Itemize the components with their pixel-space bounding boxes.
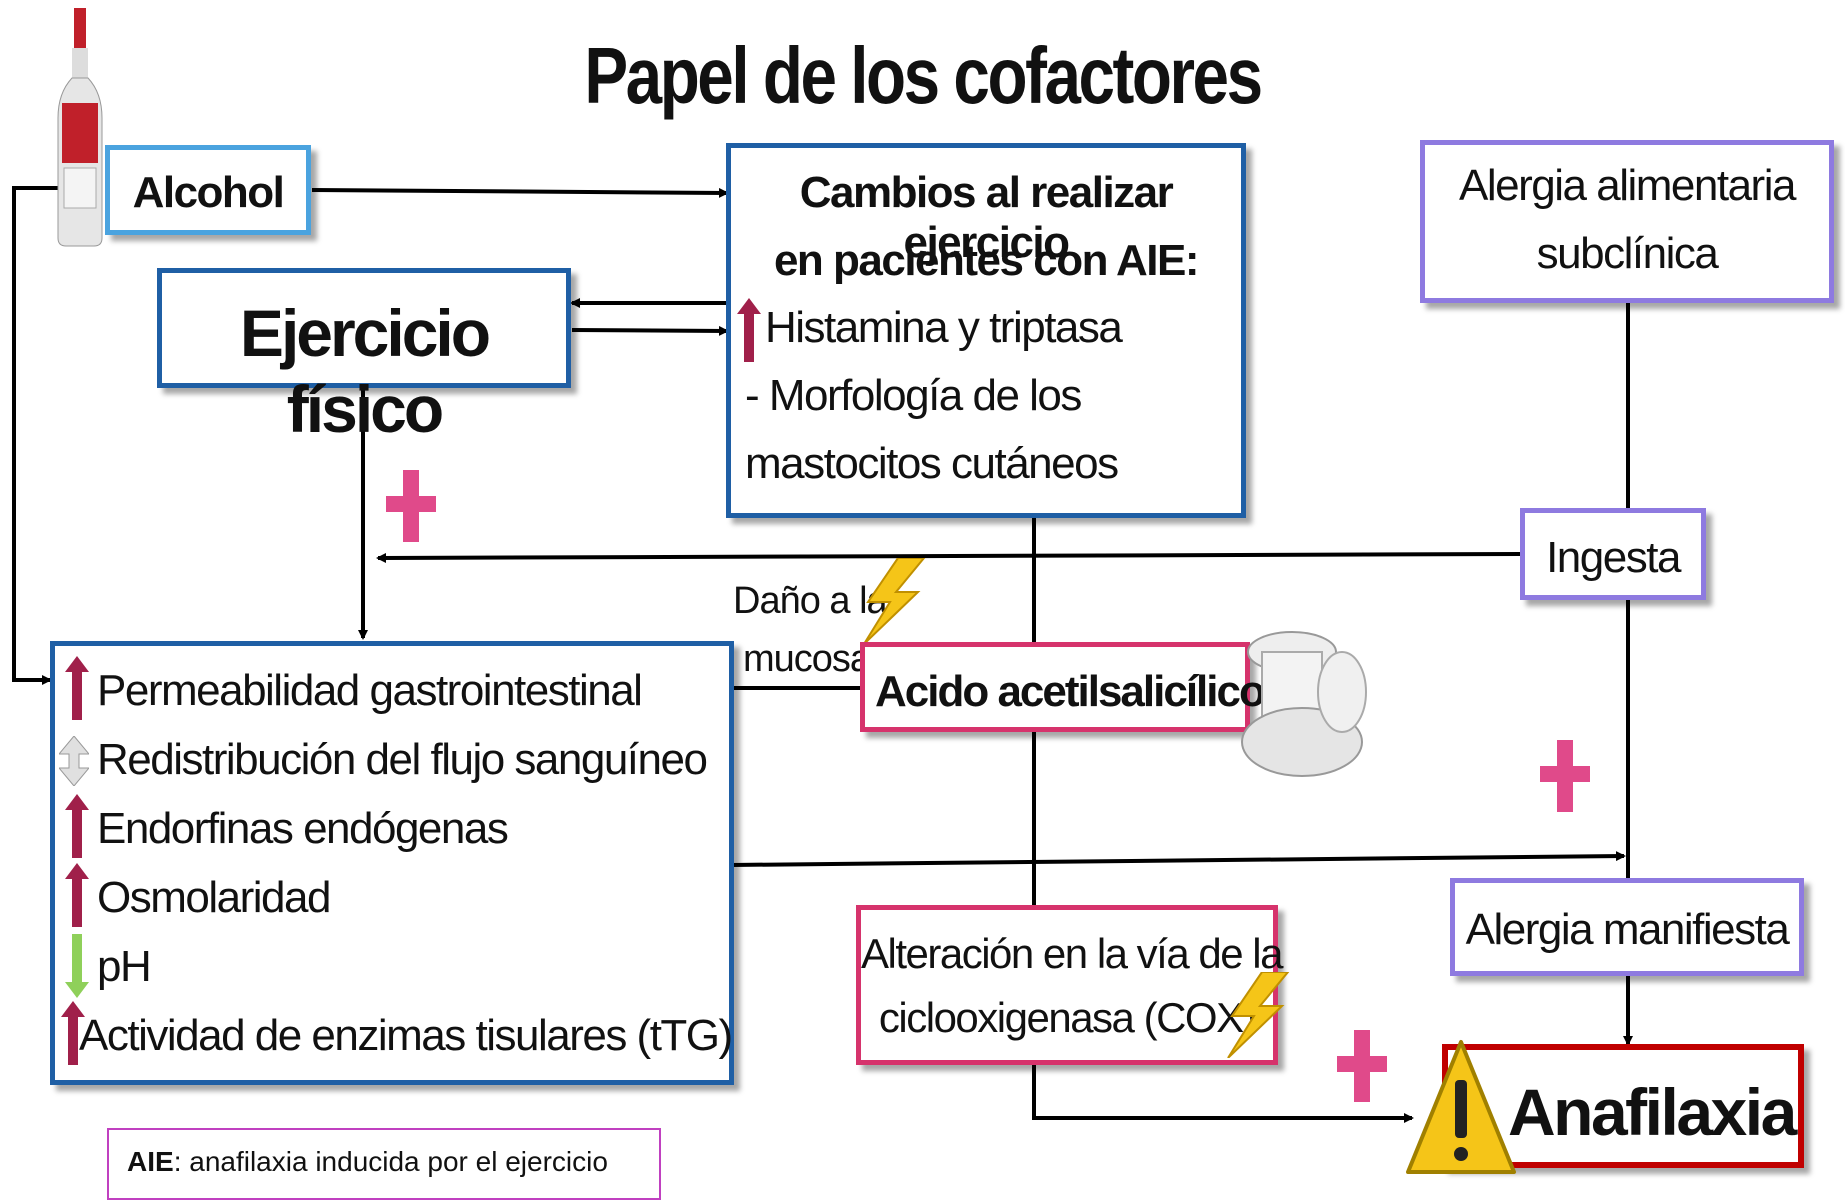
warning-icon (1404, 1038, 1518, 1176)
dano-line2: mucosa (743, 638, 871, 680)
up-arrow-icon (737, 298, 761, 362)
plus-icon (386, 470, 436, 542)
effect-item: pH (97, 942, 152, 991)
lightning-icon (858, 558, 928, 644)
updown-arrow-icon (59, 736, 89, 786)
cambios-item-morfologia: - Morfología de los (745, 371, 1082, 420)
pill-blister-icon (1222, 612, 1374, 782)
cambios-heading-line1: Cambios al realizar ejercicio (799, 168, 1174, 267)
dano-line1: Daño a la (733, 580, 888, 622)
arrow-effects-to-alergia (731, 851, 1626, 867)
up-arrow-icon (65, 656, 89, 720)
effect-item: Osmolaridad (97, 873, 331, 922)
arrow-ejercicio-to-cambios (571, 325, 729, 336)
plus-icon (1337, 1030, 1387, 1102)
footnote-text: AIE: anafilaxia inducida por el ejercici… (127, 1146, 608, 1178)
acido-box: Acido acetilsalicílico (860, 642, 1266, 732)
effects-box: Permeabilidad gastrointestinal Redistrib… (50, 641, 734, 1085)
effect-item: Redistribución del flujo sanguíneo (97, 735, 708, 784)
cambios-heading-line2: en pacientes con AIE: (773, 236, 1200, 285)
alcohol-box: Alcohol (105, 145, 311, 235)
cambios-box: Cambios al realizar ejercicio en pacient… (726, 143, 1246, 518)
effect-item: Actividad de enzimas tisulares (tTG) (79, 1011, 733, 1060)
ingesta-label: Ingesta (1546, 533, 1681, 582)
effect-item: Endorfinas endógenas (97, 804, 509, 853)
cambios-item-histamina: Histamina y triptasa (765, 303, 1123, 352)
cox-line1: Alteración en la vía de la (861, 930, 1283, 977)
cox-line2: ciclooxigenasa (COX) (878, 994, 1257, 1041)
cox-box: Alteración en la vía de la ciclooxigenas… (856, 905, 1283, 1065)
alergia-subclinica-box: Alergia alimentaria subclínica (1420, 140, 1834, 303)
ingesta-box: Ingesta (1520, 508, 1706, 600)
up-arrow-icon (65, 863, 89, 927)
arrow-alcohol-to-effects (12, 186, 58, 685)
arrow-ingesta-left (376, 552, 1521, 563)
ejercicio-label: Ejercicio físico (239, 296, 491, 446)
up-arrow-icon (61, 1001, 85, 1065)
alergia-sub-line2: subclínica (1536, 229, 1719, 278)
arrow-alcohol-to-cambios (311, 187, 729, 198)
effect-item: Permeabilidad gastrointestinal (97, 666, 643, 715)
alergia-sub-line1: Alergia alimentaria (1459, 161, 1796, 210)
alergia-manifiesta-label: Alergia manifiesta (1465, 905, 1790, 954)
plus-icon (1540, 740, 1590, 812)
alcohol-label: Alcohol (132, 168, 285, 217)
up-arrow-icon (65, 794, 89, 858)
vodka-bottle-icon (54, 8, 106, 248)
footnote-abbr: AIE (127, 1146, 174, 1177)
anafilaxia-label: Anafilaxia (1508, 1075, 1797, 1149)
ejercicio-box: Ejercicio físico (157, 268, 571, 446)
page-title: Papel de los cofactores (584, 31, 1263, 120)
acido-label: Acido acetilsalicílico (875, 667, 1266, 716)
footnote-definition: : anafilaxia inducida por el ejercicio (173, 1146, 608, 1177)
cambios-item-mastocitos: mastocitos cutáneos (745, 439, 1119, 488)
footnote-box: AIE: anafilaxia inducida por el ejercici… (107, 1128, 661, 1200)
alergia-manifiesta-box: Alergia manifiesta (1450, 878, 1804, 976)
lightning-icon (1222, 972, 1292, 1058)
down-arrow-icon (65, 934, 89, 998)
